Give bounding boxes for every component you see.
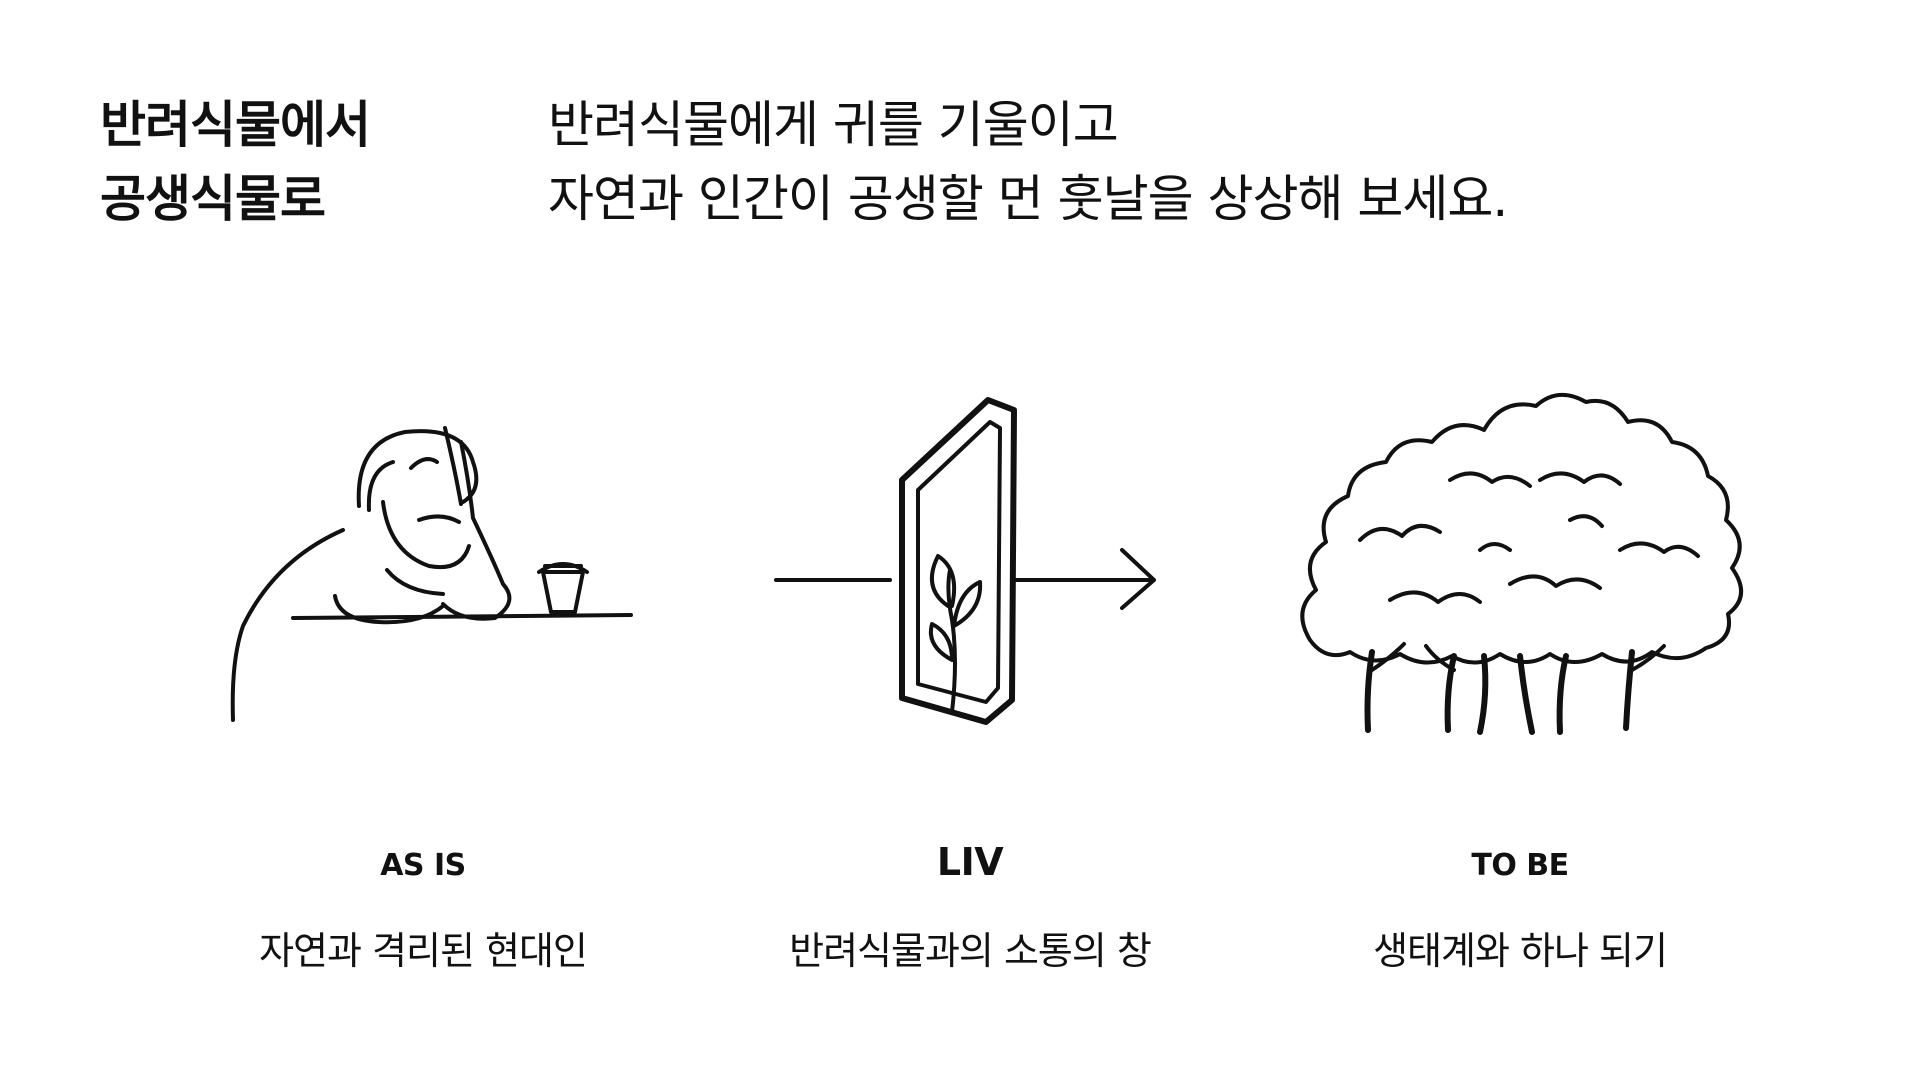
page-title-line-2: 공생식물로: [100, 170, 326, 228]
trees-icon: [1300, 393, 1743, 735]
plant-window-arrow-icon: [774, 397, 1156, 725]
panel-label-as-is: AS IS: [380, 848, 466, 883]
panel-caption-to-be: 생태계와 하나 되기: [1373, 929, 1668, 973]
panel-liv: LIV 반려식물과의 소통의 창: [690, 370, 1250, 1010]
page-subtitle-line-1: 반려식물에게 귀를 기울이고: [548, 96, 1119, 154]
page-title: 반려식물에서 공생식물로: [100, 88, 371, 236]
panel-to-be: TO BE 생태계와 하나 되기: [1240, 370, 1800, 1010]
panel-label-to-be: TO BE: [1471, 848, 1569, 883]
page-subtitle: 반려식물에게 귀를 기울이고 자연과 인간이 공생할 먼 훗날을 상상해 보세요…: [548, 88, 1508, 236]
person-at-desk-icon: [230, 426, 633, 722]
panel-caption-liv: 반려식물과의 소통의 창: [789, 929, 1152, 973]
panel-as-is: AS IS 자연과 격리된 현대인: [143, 370, 703, 1010]
page-subtitle-line-2: 자연과 인간이 공생할 먼 훗날을 상상해 보세요.: [548, 170, 1508, 228]
page-title-line-1: 반려식물에서: [100, 96, 371, 154]
panel-label-liv: LIV: [936, 840, 1004, 884]
panel-caption-as-is: 자연과 격리된 현대인: [259, 929, 588, 973]
